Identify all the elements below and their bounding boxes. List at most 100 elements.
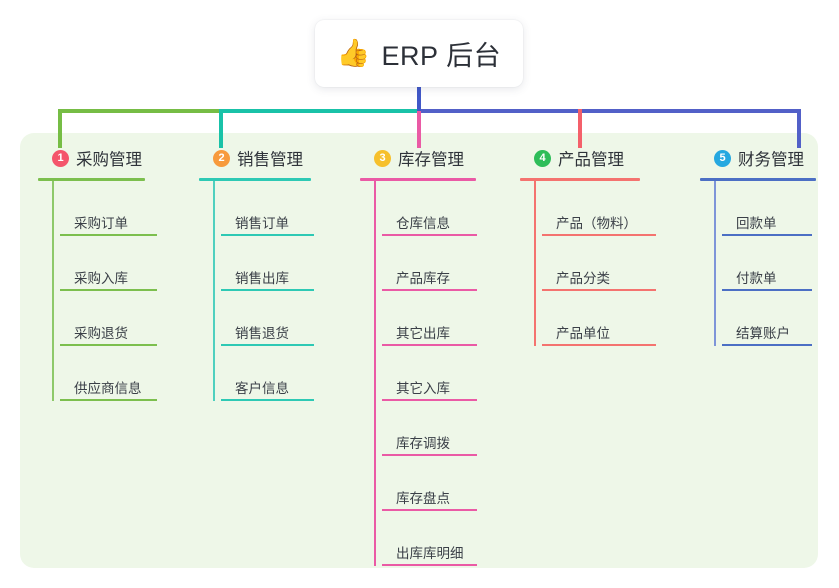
leaf-node[interactable]: 出库库明细 — [382, 511, 520, 566]
leaf-node[interactable]: 仓库信息 — [382, 181, 520, 236]
leaf-node-rule — [382, 399, 477, 401]
leaf-node[interactable]: 产品（物料） — [542, 181, 695, 236]
branch-children-3: 仓库信息产品库存其它出库其它入库库存调拨库存盘点出库库明细 — [360, 181, 520, 566]
branch-leg-2 — [219, 109, 223, 148]
branch-spine-5 — [714, 181, 716, 346]
branch-title-5: 财务管理 — [738, 151, 804, 169]
leaf-node-rule — [382, 454, 477, 456]
branch-children-4: 产品（物料） 产品分类产品单位 — [520, 181, 695, 346]
leaf-node[interactable]: 付款单 — [722, 236, 830, 291]
branch-column-3: 3 库存管理 仓库信息产品库存其它出库其它入库库存调拨库存盘点出库库明细 — [360, 145, 520, 566]
branch-badge-2: 2 — [213, 149, 230, 167]
branch-title-4: 产品管理 — [558, 151, 624, 169]
branch-column-4: 4 产品管理 产品（物料） 产品分类产品单位 — [520, 145, 695, 346]
leaf-node-rule — [221, 234, 314, 236]
leaf-node[interactable]: 回款单 — [722, 181, 830, 236]
leaf-node-rule — [542, 344, 656, 346]
leaf-node[interactable]: 采购订单 — [60, 181, 198, 236]
branch-header-4[interactable]: 4 产品管理 — [520, 145, 695, 171]
leaf-node-label: 销售出库 — [235, 271, 289, 286]
leaf-node-label: 产品（物料） — [556, 216, 637, 231]
leaf-node[interactable]: 供应商信息 — [60, 346, 198, 401]
branch-rule-5 — [700, 178, 816, 181]
leaf-node[interactable]: 采购入库 — [60, 236, 198, 291]
root-node-erp-backend[interactable]: 👍 ERP 后台 — [315, 20, 523, 87]
leaf-node[interactable]: 其它出库 — [382, 291, 520, 346]
leaf-node-label: 销售退货 — [235, 326, 289, 341]
leaf-node-label: 产品库存 — [396, 271, 450, 286]
branch-column-2: 2 销售管理 销售订单销售出库销售退货客户信息 — [199, 145, 359, 401]
leaf-node-rule — [542, 289, 656, 291]
leaf-node[interactable]: 库存调拨 — [382, 401, 520, 456]
leaf-node[interactable]: 产品单位 — [542, 291, 695, 346]
leaf-node[interactable]: 销售退货 — [221, 291, 359, 346]
branch-header-1[interactable]: 1 采购管理 — [38, 145, 198, 171]
leaf-node[interactable]: 采购退货 — [60, 291, 198, 346]
branch-header-2[interactable]: 2 销售管理 — [199, 145, 359, 171]
leaf-node-label: 结算账户 — [736, 326, 790, 341]
leaf-node-label: 采购订单 — [74, 216, 128, 231]
root-stem-connector — [417, 87, 421, 111]
leaf-node-rule — [722, 289, 812, 291]
branch-badge-3: 3 — [374, 149, 391, 167]
branch-rule-1 — [38, 178, 145, 181]
bus-segment-teal — [219, 109, 421, 113]
branch-badge-5: 5 — [714, 149, 731, 167]
leaf-node-rule — [60, 234, 157, 236]
leaf-node[interactable]: 客户信息 — [221, 346, 359, 401]
leaf-node-label: 供应商信息 — [74, 381, 142, 396]
branch-title-1: 采购管理 — [76, 151, 142, 169]
leaf-node-label: 库存盘点 — [396, 491, 450, 506]
branch-header-5[interactable]: 5 财务管理 — [700, 145, 830, 171]
branch-leg-1 — [58, 109, 62, 148]
diagram-panel — [20, 133, 818, 568]
bus-segment-green — [58, 109, 221, 113]
branch-spine-2 — [213, 181, 215, 401]
leaf-node-label: 仓库信息 — [396, 216, 450, 231]
leaf-node-rule — [60, 399, 157, 401]
leaf-node-rule — [542, 234, 656, 236]
leaf-node[interactable]: 产品分类 — [542, 236, 695, 291]
leaf-node-rule — [382, 344, 477, 346]
leaf-node-label: 销售订单 — [235, 216, 289, 231]
leaf-node-label: 出库库明细 — [396, 546, 464, 561]
branch-children-5: 回款单付款单结算账户 — [700, 181, 830, 346]
leaf-node[interactable]: 库存盘点 — [382, 456, 520, 511]
leaf-node-label: 付款单 — [736, 271, 777, 286]
branch-children-1: 采购订单采购入库采购退货供应商信息 — [38, 181, 198, 401]
leaf-node-rule — [221, 289, 314, 291]
branch-spine-3 — [374, 181, 376, 566]
branch-rule-4 — [520, 178, 640, 181]
leaf-node[interactable]: 产品库存 — [382, 236, 520, 291]
branch-spine-4 — [534, 181, 536, 346]
branch-column-1: 1 采购管理 采购订单采购入库采购退货供应商信息 — [38, 145, 198, 401]
branch-leg-3 — [417, 109, 421, 148]
leaf-node-rule — [60, 344, 157, 346]
branch-title-2: 销售管理 — [237, 151, 303, 169]
leaf-node-rule — [382, 564, 477, 566]
leaf-node-label: 其它入库 — [396, 381, 450, 396]
leaf-node[interactable]: 其它入库 — [382, 346, 520, 401]
branch-rule-3 — [360, 178, 476, 181]
branch-children-2: 销售订单销售出库销售退货客户信息 — [199, 181, 359, 401]
leaf-node-rule — [722, 344, 812, 346]
branch-header-3[interactable]: 3 库存管理 — [360, 145, 520, 171]
leaf-node-label: 采购入库 — [74, 271, 128, 286]
bus-segment-blue — [419, 109, 801, 113]
branch-column-5: 5 财务管理 回款单付款单结算账户 — [700, 145, 830, 346]
leaf-node[interactable]: 销售出库 — [221, 236, 359, 291]
leaf-node-label: 其它出库 — [396, 326, 450, 341]
branch-leg-4 — [578, 109, 582, 148]
leaf-node-rule — [221, 344, 314, 346]
leaf-node-label: 产品单位 — [556, 326, 610, 341]
leaf-node-label: 采购退货 — [74, 326, 128, 341]
leaf-node[interactable]: 销售订单 — [221, 181, 359, 236]
leaf-node-rule — [722, 234, 812, 236]
leaf-node-rule — [60, 289, 157, 291]
leaf-node-label: 客户信息 — [235, 381, 289, 396]
root-node-title: ERP 后台 — [381, 41, 502, 71]
leaf-node-rule — [382, 509, 477, 511]
branch-leg-5 — [797, 109, 801, 148]
branch-badge-1: 1 — [52, 149, 69, 167]
leaf-node[interactable]: 结算账户 — [722, 291, 830, 346]
